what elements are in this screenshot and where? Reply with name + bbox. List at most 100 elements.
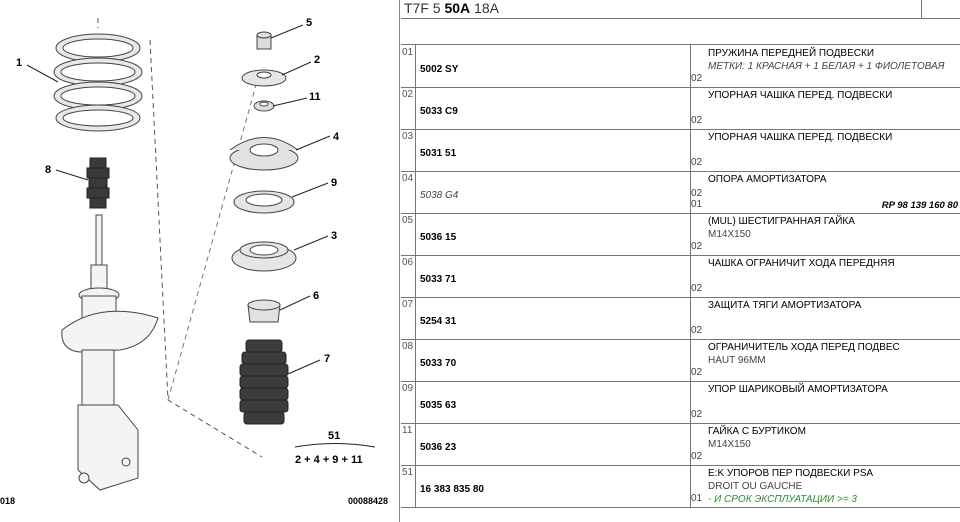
part-cell — [416, 465, 691, 507]
parts-table: 01 5002 SY 02 ПРУЖИНА ПЕРЕДНЕЙ ПОДВЕСКИ МЕТК… — [401, 44, 960, 513]
lower-cup — [231, 241, 297, 272]
quantity: 02 — [691, 367, 703, 378]
flange-nut — [253, 100, 275, 112]
part-cell — [416, 213, 691, 255]
quantity: 02 — [691, 325, 703, 336]
part-cell — [416, 129, 691, 171]
index-cell — [401, 381, 416, 423]
index-cell — [401, 171, 416, 213]
index-cell — [401, 465, 416, 507]
index-cell — [401, 213, 416, 255]
part-number[interactable]: 5002 SY — [420, 64, 459, 75]
part-description: ГАЙКА С БУРТИКОМ — [708, 426, 806, 437]
stop-cup — [247, 299, 281, 323]
code-prefix: T7F 5 — [404, 0, 441, 16]
part-number[interactable]: 5038 G4 — [420, 190, 459, 201]
part-condition: - И СРОК ЭКСПЛУАТАЦИИ >= 3 — [708, 494, 857, 505]
quantity-alt: 02 — [691, 188, 703, 199]
part-number[interactable]: 5036 23 — [420, 442, 457, 453]
callout-6: 6 — [313, 290, 319, 302]
kit-number: 51 — [328, 430, 340, 442]
row-index: 51 — [402, 467, 414, 478]
part-cell — [416, 45, 691, 87]
part-cell — [416, 339, 691, 381]
part-number[interactable]: 5035 63 — [420, 400, 457, 411]
part-number[interactable]: 5031 51 — [420, 148, 457, 159]
part-note: МЕТКИ: 1 КРАСНАЯ + 1 БЕЛАЯ + 1 ФИОЛЕТОВА… — [708, 61, 945, 72]
part-cell — [416, 171, 691, 213]
part-number[interactable]: 5033 C9 — [420, 106, 458, 117]
row-index: 11 — [402, 425, 413, 436]
table-row[interactable]: 51 16 383 835 80 01 E:K УПОРОВ ПЕР ПОДВЕСКИ… — [401, 465, 960, 508]
code-suffix: 18A — [474, 0, 499, 16]
index-cell — [401, 423, 416, 465]
header-cell — [921, 0, 960, 18]
table-row[interactable]: 09 5035 63 02 УПОР ШАРИКОВЫЙ АМОРТИЗАТОРА — [401, 381, 960, 424]
quantity: 02 — [691, 283, 703, 294]
callout-5: 5 — [306, 17, 312, 29]
quantity: 02 — [691, 241, 703, 252]
part-cell — [416, 381, 691, 423]
part-description: ЗАЩИТА ТЯГИ АМОРТИЗАТОРА — [708, 300, 862, 311]
part-description: УПОР ШАРИКОВЫЙ АМОРТИЗАТОРА — [708, 384, 888, 395]
part-number[interactable]: 5033 70 — [420, 358, 457, 369]
index-cell — [401, 255, 416, 297]
row-index: 01 — [402, 47, 414, 58]
row-index: 07 — [402, 299, 414, 310]
row-index: 04 — [402, 173, 414, 184]
ball-bearing — [233, 190, 295, 214]
parts-header: T7F 5 50A 18A — [401, 0, 960, 19]
part-cell — [416, 87, 691, 129]
part-description: ПРУЖИНА ПЕРЕДНЕЙ ПОДВЕСКИ — [708, 48, 875, 59]
part-note: HAUT 96MM — [708, 355, 766, 366]
part-cell — [416, 255, 691, 297]
index-cell — [401, 87, 416, 129]
part-number[interactable]: 5036 15 — [420, 232, 457, 243]
quantity: 01 — [691, 493, 703, 504]
row-index: 05 — [402, 215, 414, 226]
quantity: 02 — [691, 157, 703, 168]
index-cell — [401, 45, 416, 87]
row-index: 06 — [402, 257, 414, 268]
quantity: 02 — [691, 409, 703, 420]
replacement-ref[interactable]: RP 98 139 160 80 — [881, 200, 958, 211]
part-description: УПОРНАЯ ЧАШКА ПЕРЕД. ПОДВЕСКИ — [708, 132, 893, 143]
header-spacer — [401, 18, 960, 44]
quantity: 02 — [691, 451, 703, 462]
row-index: 08 — [402, 341, 414, 352]
part-description: ОГРАНИЧИТЕЛЬ ХОДА ПЕРЕД ПОДВЕС — [708, 342, 900, 353]
callout-11: 11 — [309, 91, 321, 103]
top-nut — [256, 31, 272, 50]
coil-spring — [53, 33, 143, 132]
kit-formula: 2 + 4 + 9 + 11 — [295, 454, 363, 466]
table-row[interactable]: 03 5031 51 02 УПОРНАЯ ЧАШКА ПЕРЕД. ПОДВЕСКИ — [401, 129, 960, 172]
strut-mount — [229, 137, 299, 171]
row-index: 02 — [402, 89, 414, 100]
catalog-code: T7F 5 50A 18A — [404, 0, 499, 17]
code-bold: 50A — [444, 0, 471, 16]
footer-left-code: 018 — [0, 496, 15, 506]
part-number[interactable]: 16 383 835 80 — [420, 484, 484, 495]
quantity: 01 — [691, 199, 703, 210]
callout-8: 8 — [45, 164, 51, 176]
part-description: E:K УПОРОВ ПЕР ПОДВЕСКИ PSA — [708, 468, 874, 479]
index-cell — [401, 129, 416, 171]
part-number[interactable]: 5254 31 — [420, 316, 457, 327]
footer-right-code: 00088428 — [348, 496, 388, 506]
row-index: 03 — [402, 131, 414, 142]
part-number[interactable]: 5033 71 — [420, 274, 457, 285]
index-cell — [401, 339, 416, 381]
row-index: 09 — [402, 383, 414, 394]
part-description: УПОРНАЯ ЧАШКА ПЕРЕД. ПОДВЕСКИ — [708, 90, 893, 101]
part-cell — [416, 423, 691, 465]
bump-stop — [86, 157, 110, 209]
callout-9: 9 — [331, 177, 337, 189]
table-row[interactable]: 07 5254 31 02 ЗАЩИТА ТЯГИ АМОРТИЗАТОРА — [401, 297, 960, 340]
table-row[interactable]: 08 5033 70 02 ОГРАНИЧИТЕЛЬ ХОДА ПЕРЕД ПОДВЕ… — [401, 339, 960, 382]
